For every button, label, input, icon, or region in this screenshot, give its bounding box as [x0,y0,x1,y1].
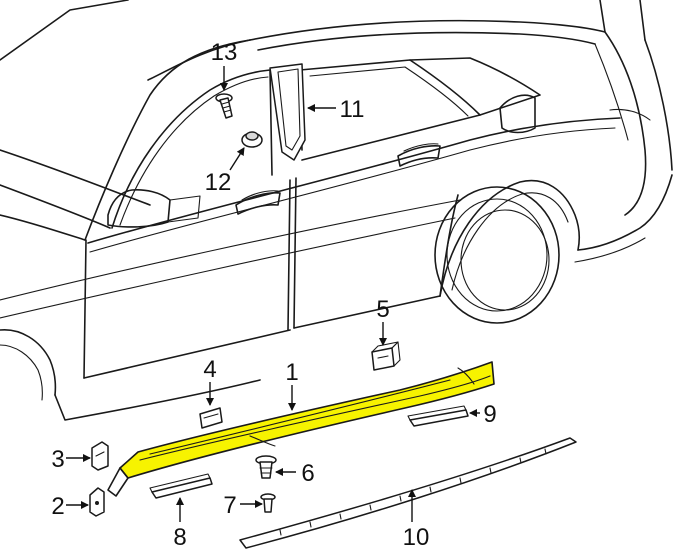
rocker-end-cap [107,467,129,497]
callout-labels: 1 2 3 4 5 6 7 8 9 10 11 12 13 [51,39,496,551]
callout-11: 11 [340,96,365,123]
car-body-outline [0,0,673,421]
part-11-pillar-cover [269,63,306,161]
callout-10: 10 [403,524,430,551]
part-8-strip [149,473,213,499]
callout-4: 4 [203,356,216,383]
callout-12: 12 [205,169,232,196]
callout-5: 5 [376,296,389,323]
part-7-rivet [260,493,276,513]
callout-7: 7 [223,492,236,519]
part-13-screw [215,93,233,119]
part-2-bracket [89,487,105,517]
part-3-clip [91,441,109,471]
leader-lines [66,66,480,522]
part-4-pad [199,407,223,429]
rocker-panel-highlighted [119,361,495,479]
callout-6: 6 [301,460,314,487]
part-6-push-clip [255,455,277,479]
callout-13: 13 [211,39,238,66]
part-5-block [371,341,401,371]
callout-8: 8 [173,524,186,551]
callout-2: 2 [51,493,64,520]
callout-3: 3 [51,446,64,473]
part-9-strip [407,405,469,427]
part-12-grommet [241,131,263,148]
callout-9: 9 [483,401,496,428]
callout-1: 1 [285,359,298,386]
